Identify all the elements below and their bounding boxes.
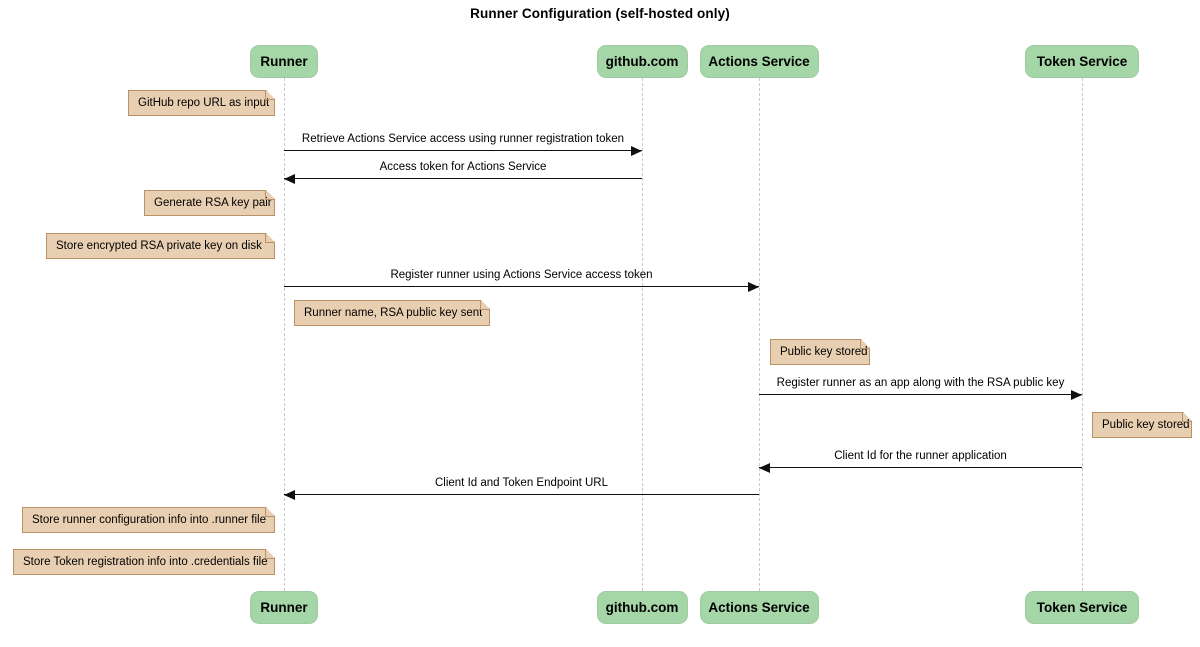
- participant-label: Actions Service: [708, 600, 810, 615]
- participant-label: Runner: [260, 54, 308, 69]
- note-fold-corner-icon: [266, 549, 275, 558]
- note-fold-edge-icon: [265, 507, 275, 517]
- note-fold-corner-icon: [266, 507, 275, 516]
- note-github-repo-url: GitHub repo URL as input: [128, 90, 275, 116]
- note-fold-corner-icon: [861, 339, 870, 348]
- participant-runner-top[interactable]: Runner: [250, 45, 318, 78]
- participant-label: github.com: [605, 54, 679, 69]
- note-text: Store encrypted RSA private key on disk: [56, 240, 262, 252]
- msg-retrieve-actions-access-arrowhead: [631, 146, 642, 156]
- note-text: Store Token registration info into .cred…: [23, 556, 268, 568]
- note-fold-edge-icon: [265, 233, 275, 243]
- lifeline-token: [1082, 78, 1083, 591]
- participant-label: Actions Service: [708, 54, 810, 69]
- participant-actions-bottom[interactable]: Actions Service: [699, 591, 819, 624]
- participant-label: Runner: [260, 600, 308, 615]
- note-generate-rsa: Generate RSA key pair: [144, 190, 275, 216]
- msg-register-runner-line: [284, 286, 759, 287]
- lifeline-github: [642, 78, 643, 591]
- lifeline-runner: [284, 78, 285, 591]
- note-store-token-reg: Store Token registration info into .cred…: [13, 549, 275, 575]
- note-fold-corner-icon: [266, 90, 275, 99]
- note-fold-edge-icon: [265, 549, 275, 559]
- participant-token-top[interactable]: Token Service: [1025, 45, 1139, 78]
- lifeline-actions: [759, 78, 760, 591]
- msg-client-id-token-endpoint-label: Client Id and Token Endpoint URL: [434, 477, 609, 489]
- msg-register-runner-app-arrowhead: [1071, 390, 1082, 400]
- msg-client-id-token-endpoint-arrowhead: [284, 490, 295, 500]
- note-fold-corner-icon: [1183, 412, 1192, 421]
- note-text: Public key stored: [780, 346, 868, 358]
- participant-token-bottom[interactable]: Token Service: [1025, 591, 1139, 624]
- msg-register-runner-app-label: Register runner as an app along with the…: [776, 377, 1065, 389]
- participant-label: Token Service: [1036, 600, 1128, 615]
- participant-github-top[interactable]: github.com: [596, 45, 688, 78]
- msg-client-id-label: Client Id for the runner application: [834, 450, 1007, 462]
- msg-register-runner-app-line: [759, 394, 1082, 395]
- note-text: GitHub repo URL as input: [138, 97, 270, 109]
- participant-label: Token Service: [1036, 54, 1128, 69]
- msg-register-runner-label: Register runner using Actions Service ac…: [390, 269, 653, 281]
- note-store-runner-config: Store runner configuration info into .ru…: [22, 507, 275, 533]
- participant-runner-bottom[interactable]: Runner: [250, 591, 318, 624]
- msg-register-runner-arrowhead: [748, 282, 759, 292]
- diagram-title: Runner Configuration (self-hosted only): [470, 6, 730, 21]
- note-public-key-stored-actions: Public key stored: [770, 339, 870, 365]
- msg-retrieve-actions-access-label: Retrieve Actions Service access using ru…: [301, 133, 625, 145]
- msg-retrieve-actions-access-line: [284, 150, 642, 151]
- participant-actions-top[interactable]: Actions Service: [699, 45, 819, 78]
- msg-access-token-line: [284, 178, 642, 179]
- participant-github-bottom[interactable]: github.com: [596, 591, 688, 624]
- note-fold-edge-icon: [860, 339, 870, 349]
- participant-label: github.com: [605, 600, 679, 615]
- msg-client-id-token-endpoint-line: [284, 494, 759, 495]
- note-text: Public key stored: [1102, 419, 1190, 431]
- note-fold-corner-icon: [266, 233, 275, 242]
- msg-access-token-label: Access token for Actions Service: [379, 161, 547, 173]
- note-fold-edge-icon: [265, 190, 275, 200]
- note-store-private-key: Store encrypted RSA private key on disk: [46, 233, 275, 259]
- note-fold-edge-icon: [480, 300, 490, 310]
- note-text: Generate RSA key pair: [154, 197, 272, 209]
- note-public-key-stored-token: Public key stored: [1092, 412, 1192, 438]
- msg-client-id-arrowhead: [759, 463, 770, 473]
- msg-client-id-line: [759, 467, 1082, 468]
- note-fold-edge-icon: [265, 90, 275, 100]
- msg-access-token-arrowhead: [284, 174, 295, 184]
- note-text: Store runner configuration info into .ru…: [32, 514, 266, 526]
- note-text: Runner name, RSA public key sent: [304, 307, 483, 319]
- note-fold-corner-icon: [266, 190, 275, 199]
- note-runner-name-pubkey: Runner name, RSA public key sent: [294, 300, 490, 326]
- note-fold-edge-icon: [1182, 412, 1192, 422]
- note-fold-corner-icon: [481, 300, 490, 309]
